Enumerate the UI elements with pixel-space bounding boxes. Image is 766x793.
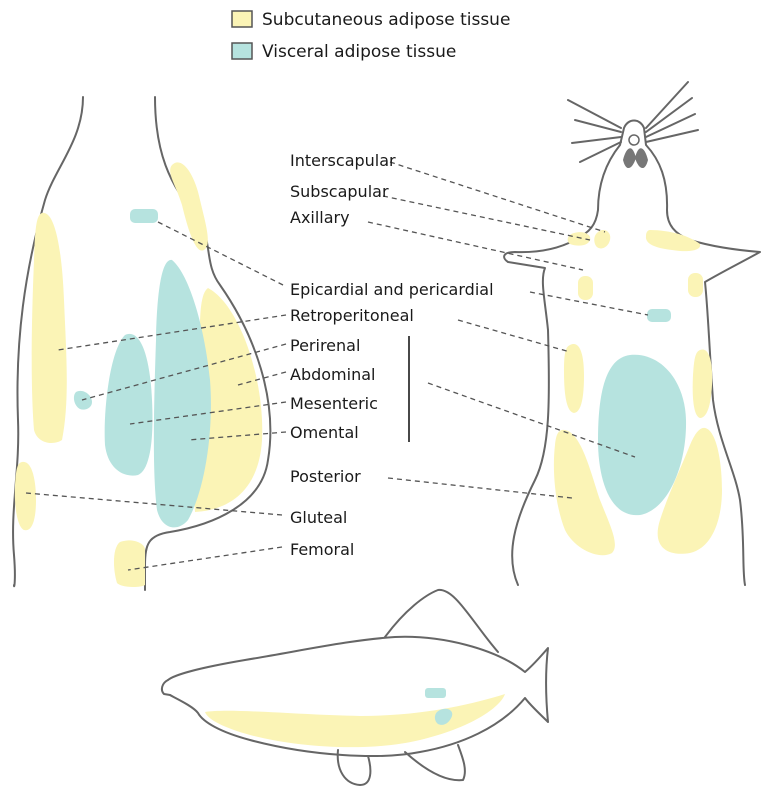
human-epicardial-visceral-depot bbox=[130, 209, 158, 223]
legend-label-visceral: Visceral adipose tissue bbox=[262, 42, 456, 62]
fish-anal-fin bbox=[405, 745, 465, 780]
human-upper-subcutaneous-depot bbox=[170, 162, 208, 250]
fish-mouth bbox=[162, 680, 170, 695]
label-mesenteric: Mesenteric bbox=[290, 394, 378, 413]
leader-interscapular bbox=[390, 162, 605, 232]
leader-subscapular bbox=[383, 196, 590, 240]
label-femoral: Femoral bbox=[290, 540, 354, 559]
label-subscapular: Subscapular bbox=[290, 182, 389, 201]
human-femoral-subcutaneous-depot bbox=[114, 540, 145, 587]
leader-axillary bbox=[368, 222, 583, 270]
mouse-nose bbox=[629, 135, 639, 145]
label-perirenal: Perirenal bbox=[290, 336, 360, 355]
mouse-outline bbox=[504, 121, 760, 586]
mouse-subscapular-subcutaneous-depot-right bbox=[646, 230, 700, 251]
human-back-subcutaneous-depot bbox=[32, 213, 67, 443]
mouse-epicardial-visceral-depot bbox=[647, 309, 671, 322]
leader-gluteal bbox=[26, 493, 282, 515]
label-epicardial: Epicardial and pericardial bbox=[290, 280, 494, 299]
mouse-retroperitoneal-subcutaneous-depot-left bbox=[564, 344, 584, 413]
mouse-whiskers bbox=[568, 82, 698, 162]
legend-swatch-visceral bbox=[232, 43, 252, 59]
fish-dorsal-fin bbox=[385, 590, 498, 652]
legend-swatch-subcutaneous bbox=[232, 11, 252, 27]
mouse-interscapular-subcutaneous-depot bbox=[594, 230, 610, 248]
fish-visceral-depot-upper bbox=[425, 688, 446, 698]
label-axillary: Axillary bbox=[290, 208, 350, 227]
labels: Interscapular Subscapular Axillary Epica… bbox=[290, 151, 494, 559]
legend-label-subcutaneous: Subcutaneous adipose tissue bbox=[262, 10, 510, 30]
mouse-figure bbox=[504, 82, 760, 585]
human-figure bbox=[13, 97, 270, 590]
label-gluteal: Gluteal bbox=[290, 508, 347, 527]
label-retroperitoneal: Retroperitoneal bbox=[290, 306, 414, 325]
label-omental: Omental bbox=[290, 423, 359, 442]
human-gluteal-subcutaneous-depot bbox=[15, 462, 36, 530]
label-posterior: Posterior bbox=[290, 467, 361, 486]
mouse-axillary-subcutaneous-depot-right bbox=[688, 273, 703, 297]
leader-femoral bbox=[128, 547, 282, 570]
fish-figure bbox=[162, 590, 548, 785]
leader-posterior bbox=[388, 478, 572, 498]
label-abdominal: Abdominal bbox=[290, 365, 375, 384]
mouse-retroperitoneal-subcutaneous-depot-right bbox=[693, 349, 713, 418]
leader-retroperitoneal-mouse bbox=[458, 320, 570, 352]
legend: Subcutaneous adipose tissue Visceral adi… bbox=[232, 10, 510, 62]
mouse-ears bbox=[623, 148, 648, 168]
mouse-axillary-subcutaneous-depot-left bbox=[578, 276, 593, 300]
label-interscapular: Interscapular bbox=[290, 151, 396, 170]
human-mesenteric-visceral-depot bbox=[105, 334, 153, 476]
